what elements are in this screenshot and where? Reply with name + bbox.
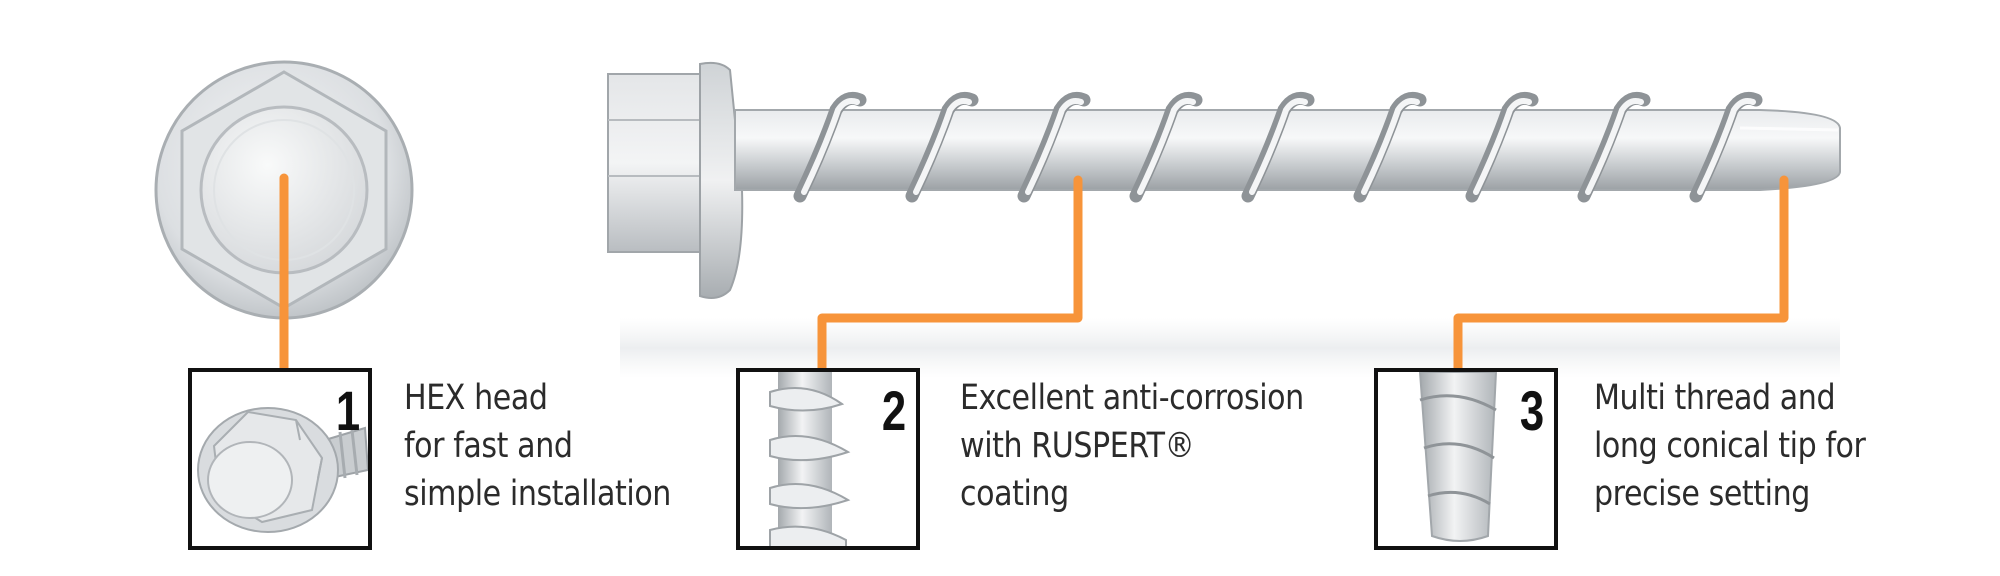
thread-highlight — [1473, 98, 1532, 195]
thread-highlight — [1249, 98, 1308, 195]
hex-head — [607, 73, 705, 253]
conical-tip-closeup — [1418, 371, 1498, 542]
caption-line: for fast and — [404, 426, 573, 466]
thread-highlight — [1361, 98, 1420, 195]
caption-line: Excellent anti-corrosion — [960, 378, 1304, 418]
thread-closeup — [769, 370, 851, 549]
caption-line: with RUSPERT® — [960, 426, 1195, 466]
shaft — [734, 109, 1841, 191]
leader-line-2 — [817, 175, 1083, 397]
detail-box-2: 2 — [736, 368, 920, 550]
thread-highlight — [801, 98, 860, 195]
thread-highlight — [1585, 98, 1644, 195]
leader-line-3 — [1453, 175, 1789, 397]
caption-line: coating — [960, 474, 1069, 514]
caption-line: long conical tip for — [1594, 426, 1866, 466]
detail-box-1: 1 — [188, 368, 372, 550]
feature-caption-1: HEX head for fast and simple installatio… — [404, 374, 671, 518]
caption-line: HEX head — [404, 378, 548, 418]
screw-side-view — [607, 61, 1841, 299]
thread-highlight — [913, 98, 972, 195]
caption-line: Multi thread and — [1594, 378, 1836, 418]
callout-number-2: 2 — [882, 380, 906, 442]
feature-caption-2: Excellent anti-corrosion with RUSPERT® c… — [960, 374, 1304, 518]
feature-caption-3: Multi thread and long conical tip for pr… — [1594, 374, 1866, 518]
hex-head-closeup — [197, 407, 370, 533]
caption-line: simple installation — [404, 474, 671, 514]
detail-box-3: 3 — [1374, 368, 1558, 550]
caption-line: precise setting — [1594, 474, 1810, 514]
flange — [699, 61, 744, 299]
threads — [793, 91, 1763, 203]
callout-number-1: 1 — [336, 380, 360, 442]
thread-highlight — [1697, 98, 1756, 195]
thread-highlight — [1025, 98, 1084, 195]
callout-number-3: 3 — [1520, 380, 1544, 442]
thread-highlight — [1137, 98, 1196, 195]
